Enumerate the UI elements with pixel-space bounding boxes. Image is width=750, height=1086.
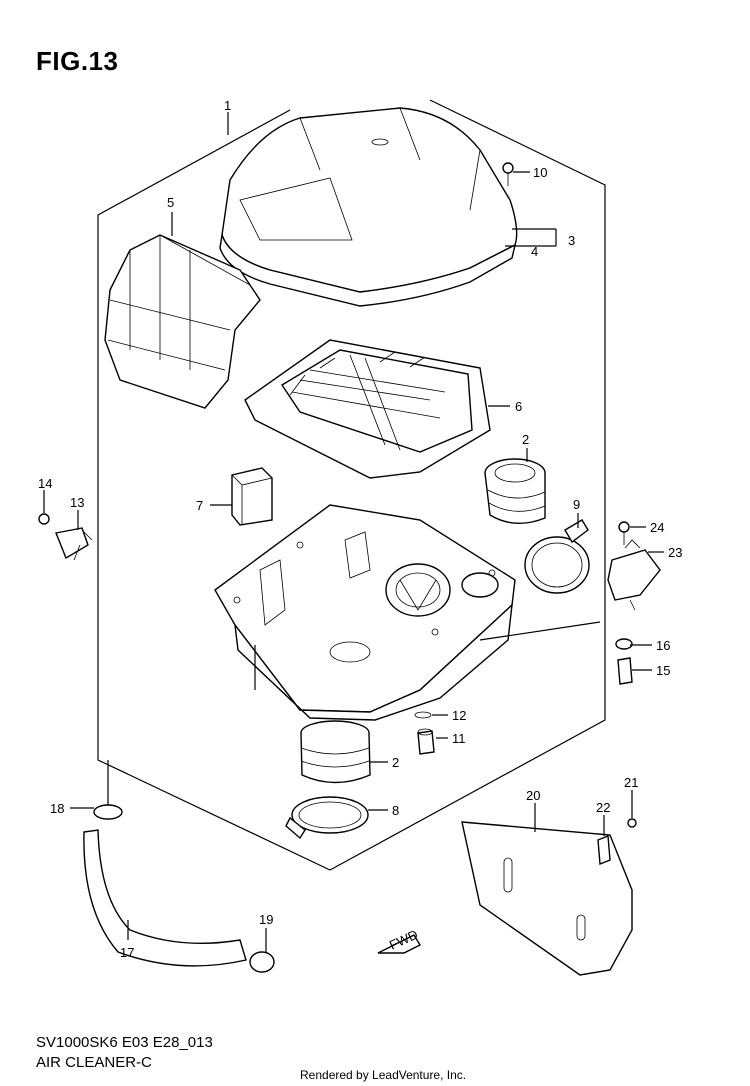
callout-15: 15 (656, 663, 670, 678)
callout-1: 1 (224, 98, 231, 113)
callout-23: 23 (668, 545, 682, 560)
callout-7: 7 (196, 498, 203, 513)
callout-16: 16 (656, 638, 670, 653)
callout-24: 24 (650, 520, 664, 535)
callout-labels: 1 2 2 3 4 5 6 7 8 9 10 11 12 13 14 15 16… (38, 98, 682, 960)
air-filter-element (244, 339, 491, 479)
hose-clamp-top (93, 804, 123, 820)
heat-shield-plate (461, 821, 633, 976)
callout-4: 4 (531, 244, 538, 259)
callout-20: 20 (526, 788, 540, 803)
filter-sponge (231, 467, 273, 526)
callout-8: 8 (392, 803, 399, 818)
intake-boot-lower (300, 720, 371, 784)
clamp-lower (285, 796, 369, 840)
intake-sensor-right (607, 539, 661, 611)
callout-13: 13 (70, 495, 84, 510)
drain-cap (417, 728, 435, 755)
callout-17: 17 (120, 945, 134, 960)
bolt-cover (502, 162, 514, 186)
callout-14: 14 (38, 476, 52, 491)
screw-right (618, 521, 630, 545)
drain-clip (414, 711, 432, 719)
callout-19: 19 (259, 912, 273, 927)
figure-title: FIG.13 (36, 46, 119, 76)
callout-10: 10 (533, 165, 547, 180)
callout-6: 6 (515, 399, 522, 414)
callout-5: 5 (167, 195, 174, 210)
callout-18: 18 (50, 801, 64, 816)
leader-lines (43, 112, 664, 952)
clamp-upper (524, 519, 590, 594)
fwd-arrow (377, 934, 421, 954)
intake-sensor-left (55, 527, 93, 561)
intake-duct (104, 234, 261, 409)
assembly-name: AIR CLEANER-C (36, 1054, 152, 1071)
callout-22: 22 (596, 800, 610, 815)
plate-clip (597, 834, 611, 866)
callout-3: 3 (568, 233, 575, 248)
assembly-outline (97, 99, 606, 871)
air-cleaner-cover (219, 107, 518, 307)
o-ring (615, 638, 633, 650)
temp-sensor (617, 657, 633, 685)
intake-boot-upper (484, 458, 546, 524)
callout-11: 11 (452, 731, 466, 746)
hose-clamp-bottom (249, 951, 275, 973)
air-cleaner-case (214, 504, 516, 721)
callout-12: 12 (452, 708, 466, 723)
drain-hose (83, 829, 247, 967)
screw-left (38, 513, 50, 525)
callout-9: 9 (573, 497, 580, 512)
render-credit: Rendered by LeadVenture, Inc. (300, 1068, 467, 1082)
callout-2-lower: 2 (392, 755, 399, 770)
model-code: SV1000SK6 E03 E28_013 (36, 1034, 213, 1051)
callout-2: 2 (522, 432, 529, 447)
callout-21: 21 (624, 775, 638, 790)
